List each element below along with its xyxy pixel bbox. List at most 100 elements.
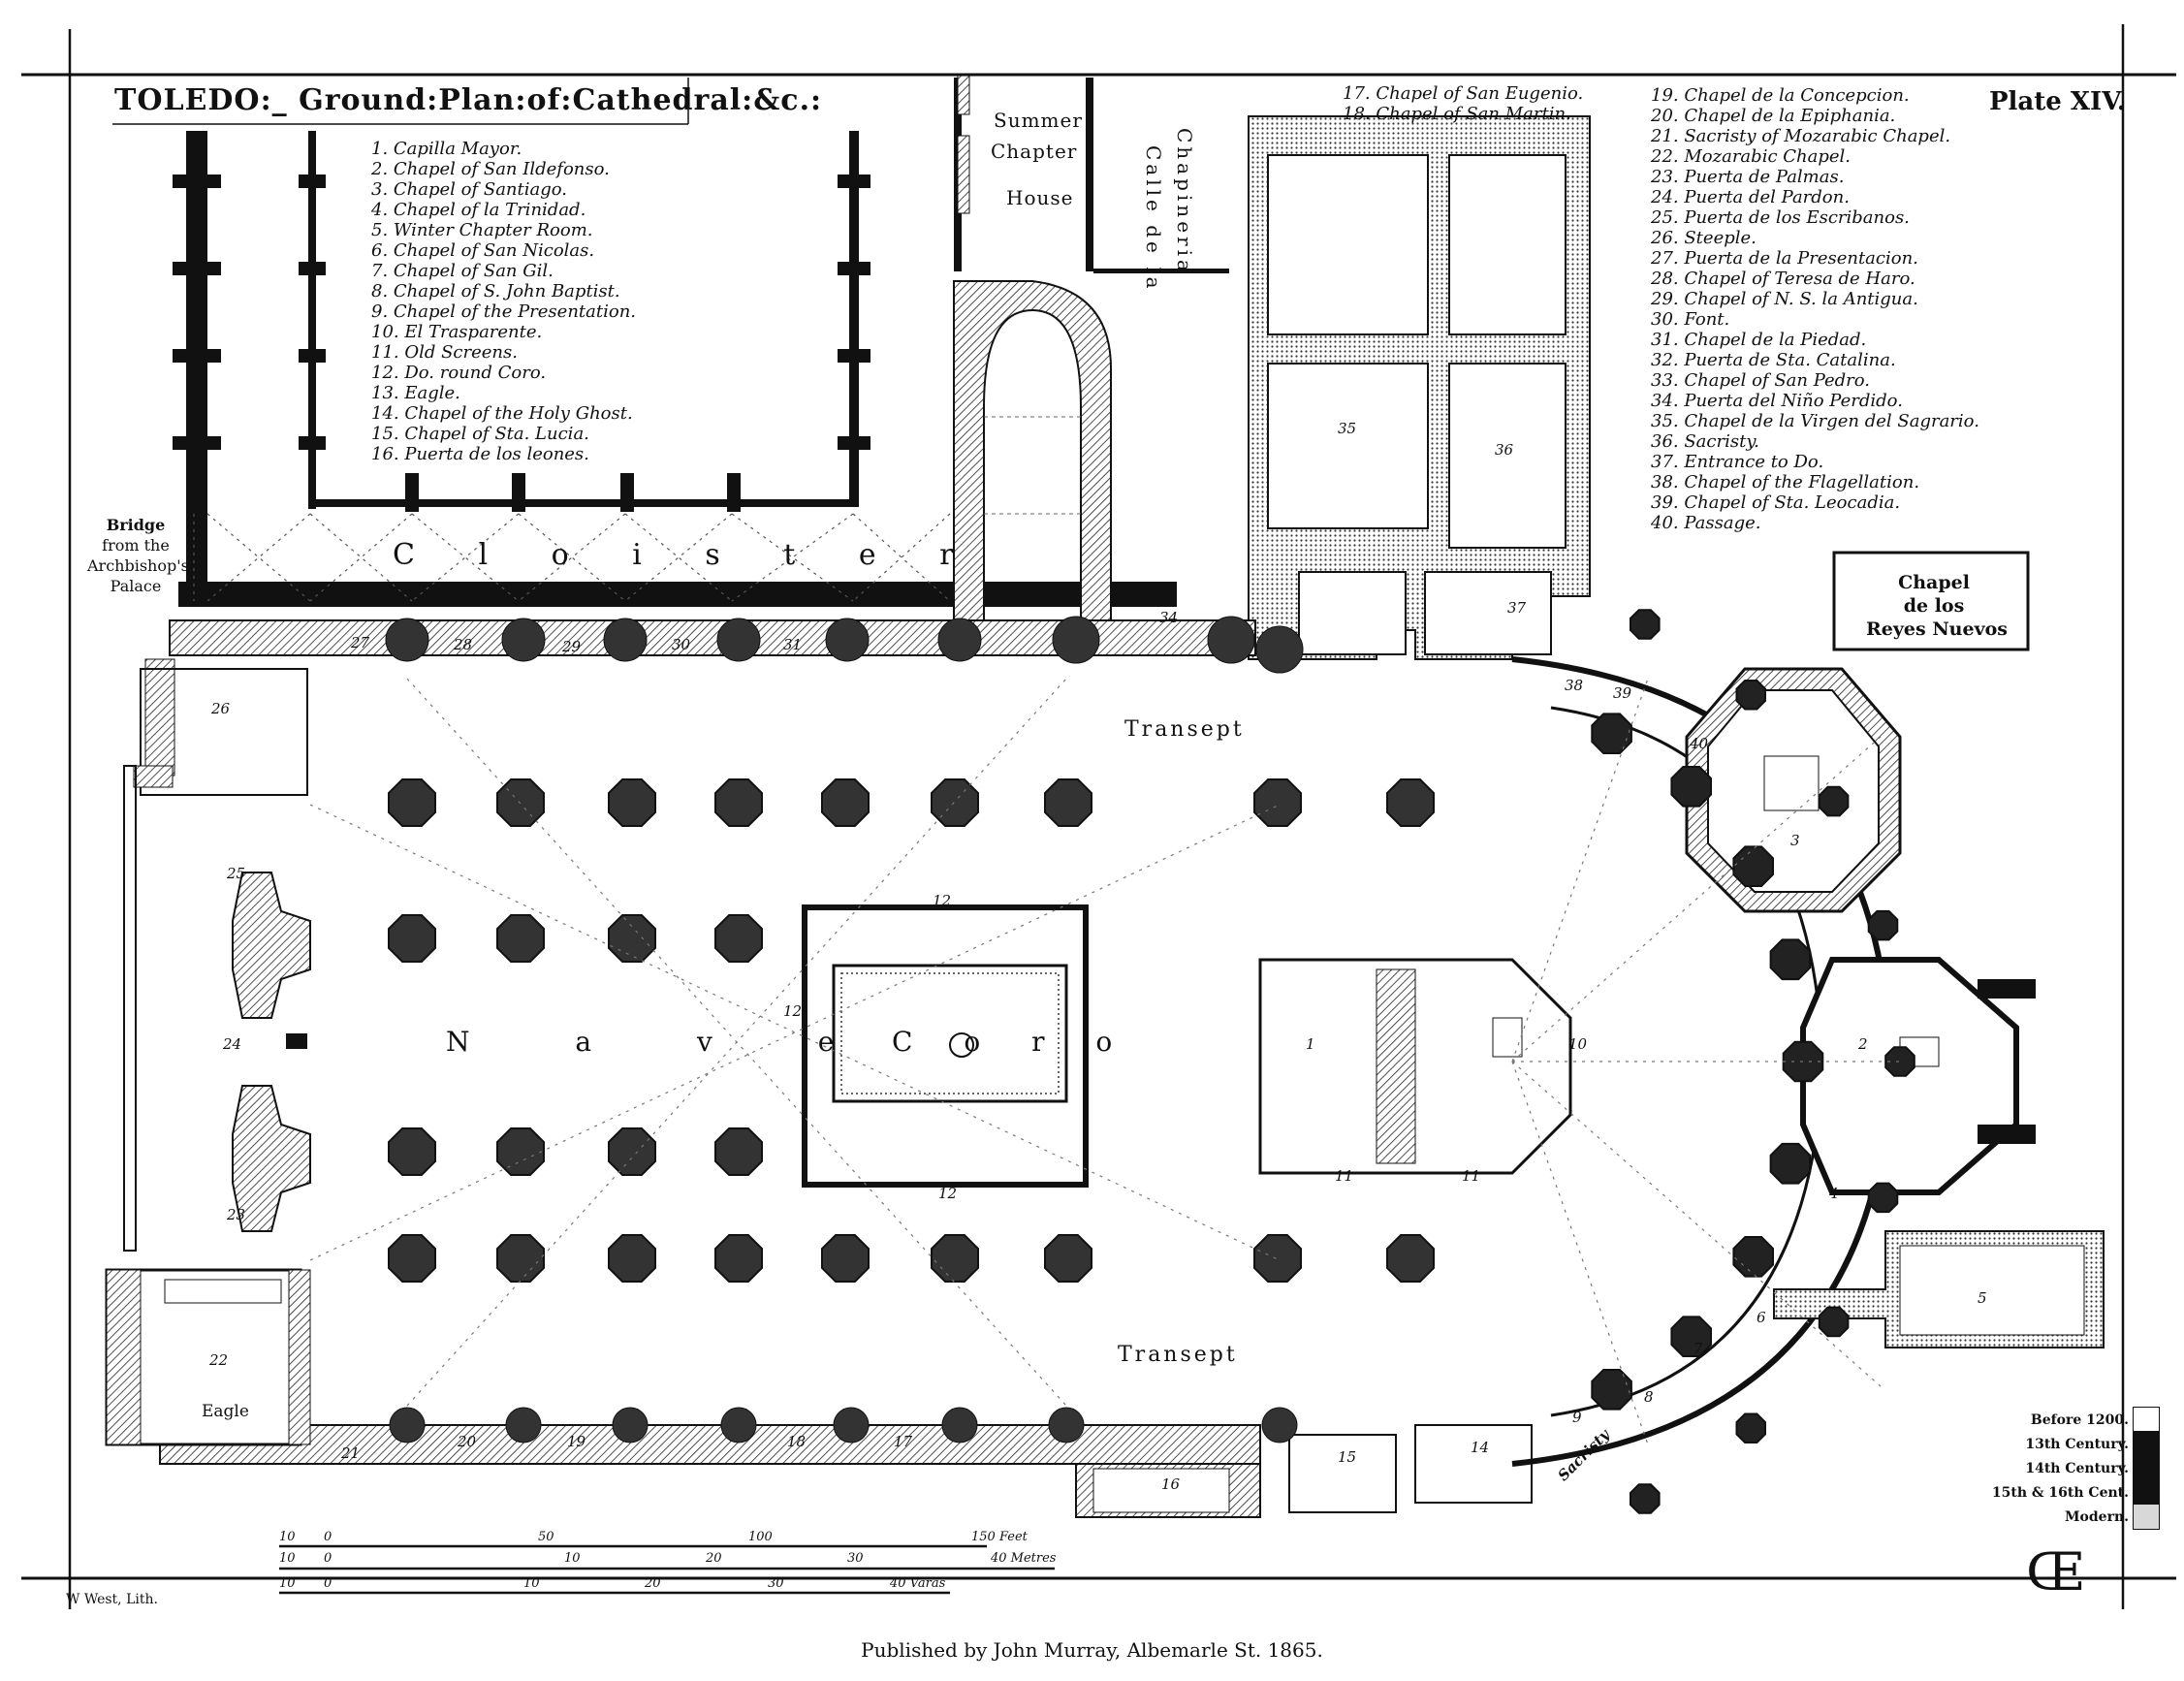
plan-number: 37 [1507, 599, 1527, 617]
plan-number: 7 [1693, 1340, 1703, 1357]
plan-number: 1 [1306, 1035, 1315, 1053]
plan-number: 21 [341, 1444, 361, 1462]
legend-item: 6. Chapel of San Nicolas. [371, 240, 595, 261]
cloister-vault-lines [193, 513, 951, 602]
label-nave: N a v e [446, 1026, 883, 1058]
key-swatch [2133, 1455, 2160, 1481]
key-row: 15th & 16th Cent. [1985, 1479, 2160, 1506]
legend-item: 24. Puerta del Pardon. [1651, 187, 1850, 207]
scale-varas-tick: 30 [768, 1576, 784, 1591]
key-label: 15th & 16th Cent. [1991, 1484, 2129, 1501]
label-reyes: Reyes Nuevos [1866, 618, 2008, 640]
nave-pier [388, 1234, 436, 1283]
ambulatory-pier [1867, 1182, 1899, 1214]
label-bridge: Palace [110, 577, 162, 595]
nave-pier [714, 914, 763, 963]
legend-item: 12. Do. round Coro. [371, 363, 547, 383]
legend-item: 9. Chapel of the Presentation. [371, 301, 637, 322]
sagrario-block [1248, 115, 1591, 660]
publisher-line: Published by John Murray, Albemarle St. … [861, 1638, 1323, 1662]
page-title: TOLEDO:_ Ground:Plan:of:Cathedral:&c.: [114, 83, 823, 117]
ambulatory-pier [1630, 609, 1661, 640]
plan-number: 11 [1462, 1167, 1481, 1185]
plan-number: 12 [783, 1002, 803, 1020]
plan-number: 4 [1829, 1185, 1839, 1202]
legend-item: 3. Chapel of Santiago. [371, 179, 568, 200]
plan-number: 15 [1338, 1448, 1357, 1466]
key-label: Modern. [2065, 1508, 2129, 1525]
scale-bars [279, 1544, 1055, 1595]
label-house: House [1006, 186, 1074, 209]
legend-item: 22. Mozarabic Chapel. [1651, 146, 1851, 167]
label-eagle: Eagle [202, 1402, 249, 1421]
chapel-san-ildefonso [1800, 957, 2036, 1195]
legend-right: 19. Chapel de la Concepcion. 20. Chapel … [1651, 85, 1979, 533]
ambulatory-pier [1818, 785, 1850, 817]
nave-pier [496, 1234, 545, 1283]
legend-item: 5. Winter Chapter Room. [371, 220, 593, 240]
plan-number: 33 [1016, 586, 1035, 603]
legend-item: 2. Chapel of San Ildefonso. [371, 159, 610, 179]
plan-number: 14 [1471, 1439, 1490, 1456]
plan-number: 6 [1757, 1309, 1766, 1326]
scale-metres-label: 40 Metres [991, 1551, 1057, 1566]
nave-pier [1044, 1234, 1092, 1283]
nave-pier [1253, 778, 1302, 827]
plan-number: 28 [454, 636, 473, 653]
legend-item: 33. Chapel of San Pedro. [1651, 370, 1871, 391]
ambulatory-pier [1630, 1483, 1661, 1514]
nave-pier [714, 1234, 763, 1283]
century-key: Before 1200. 13th Century. 14th Century.… [1985, 1407, 2160, 1530]
nave-pier [608, 1234, 656, 1283]
nave-pier [608, 914, 656, 963]
key-label: 14th Century. [2025, 1460, 2129, 1476]
ambulatory-pier [1732, 845, 1774, 887]
nave-pier [821, 778, 870, 827]
nave-pier [931, 778, 979, 827]
plan-number: 5 [1978, 1289, 1987, 1307]
ambulatory-pier [1670, 1316, 1712, 1357]
legend-item: 21. Sacristy of Mozarabic Chapel. [1651, 126, 1951, 146]
plan-number: 39 [1613, 684, 1632, 702]
ambulatory-pier [1769, 938, 1812, 981]
ambulatory-pier [1735, 1412, 1766, 1443]
plan-number: 12 [938, 1185, 958, 1202]
plan-number: 9 [1572, 1409, 1582, 1426]
label-transept-south: Transept [1118, 1343, 1238, 1367]
coro-enclosure [802, 904, 1089, 1188]
legend-item: 23. Puerta de Palmas. [1651, 167, 1845, 187]
legend-item: 28. Chapel of Teresa de Haro. [1651, 269, 1915, 289]
scale-metres-tick: 30 [847, 1551, 864, 1566]
legend-item: 39. Chapel of Sta. Leocadia. [1651, 492, 1901, 513]
scale-varas-tick: 10 [279, 1576, 296, 1591]
legend-item: 37. Entrance to Do. [1651, 452, 1824, 472]
plan-number: 8 [1644, 1388, 1654, 1406]
key-swatch [2133, 1504, 2160, 1530]
plan-number: 23 [227, 1206, 246, 1223]
label-summer: Summer [994, 109, 1083, 132]
plate-number: Plate XIV. [1989, 87, 2126, 116]
scale-varas-tick: 0 [324, 1576, 332, 1591]
ambulatory-pier [1732, 1236, 1774, 1278]
scale-feet-tick: 0 [324, 1530, 332, 1544]
ambulatory-pier [1735, 680, 1766, 711]
ambulatory-pier [1591, 713, 1632, 754]
key-swatch [2133, 1479, 2160, 1506]
legend-item: 29. Chapel of N. S. la Antigua. [1651, 289, 1918, 309]
legend-item: 11. Old Screens. [371, 342, 518, 363]
vault-lines [309, 678, 1900, 1445]
key-row: 14th Century. [1985, 1455, 2160, 1481]
plan-number: 38 [1565, 677, 1584, 694]
plan-number: 3 [1790, 832, 1800, 849]
nave-pier [496, 778, 545, 827]
plan-number: 35 [1338, 420, 1357, 437]
legend-item: 26. Steeple. [1651, 228, 1757, 248]
scale-varas-tick: 20 [645, 1576, 661, 1591]
key-row: 13th Century. [1985, 1431, 2160, 1457]
plan-number: 12 [933, 892, 952, 909]
west-facade [232, 872, 311, 1232]
plan-number: 34 [1159, 609, 1179, 626]
legend-item: 25. Puerta de los Escribanos. [1651, 207, 1910, 228]
plan-number: 30 [672, 636, 691, 653]
legend-item: 7. Chapel of San Gil. [371, 261, 554, 281]
